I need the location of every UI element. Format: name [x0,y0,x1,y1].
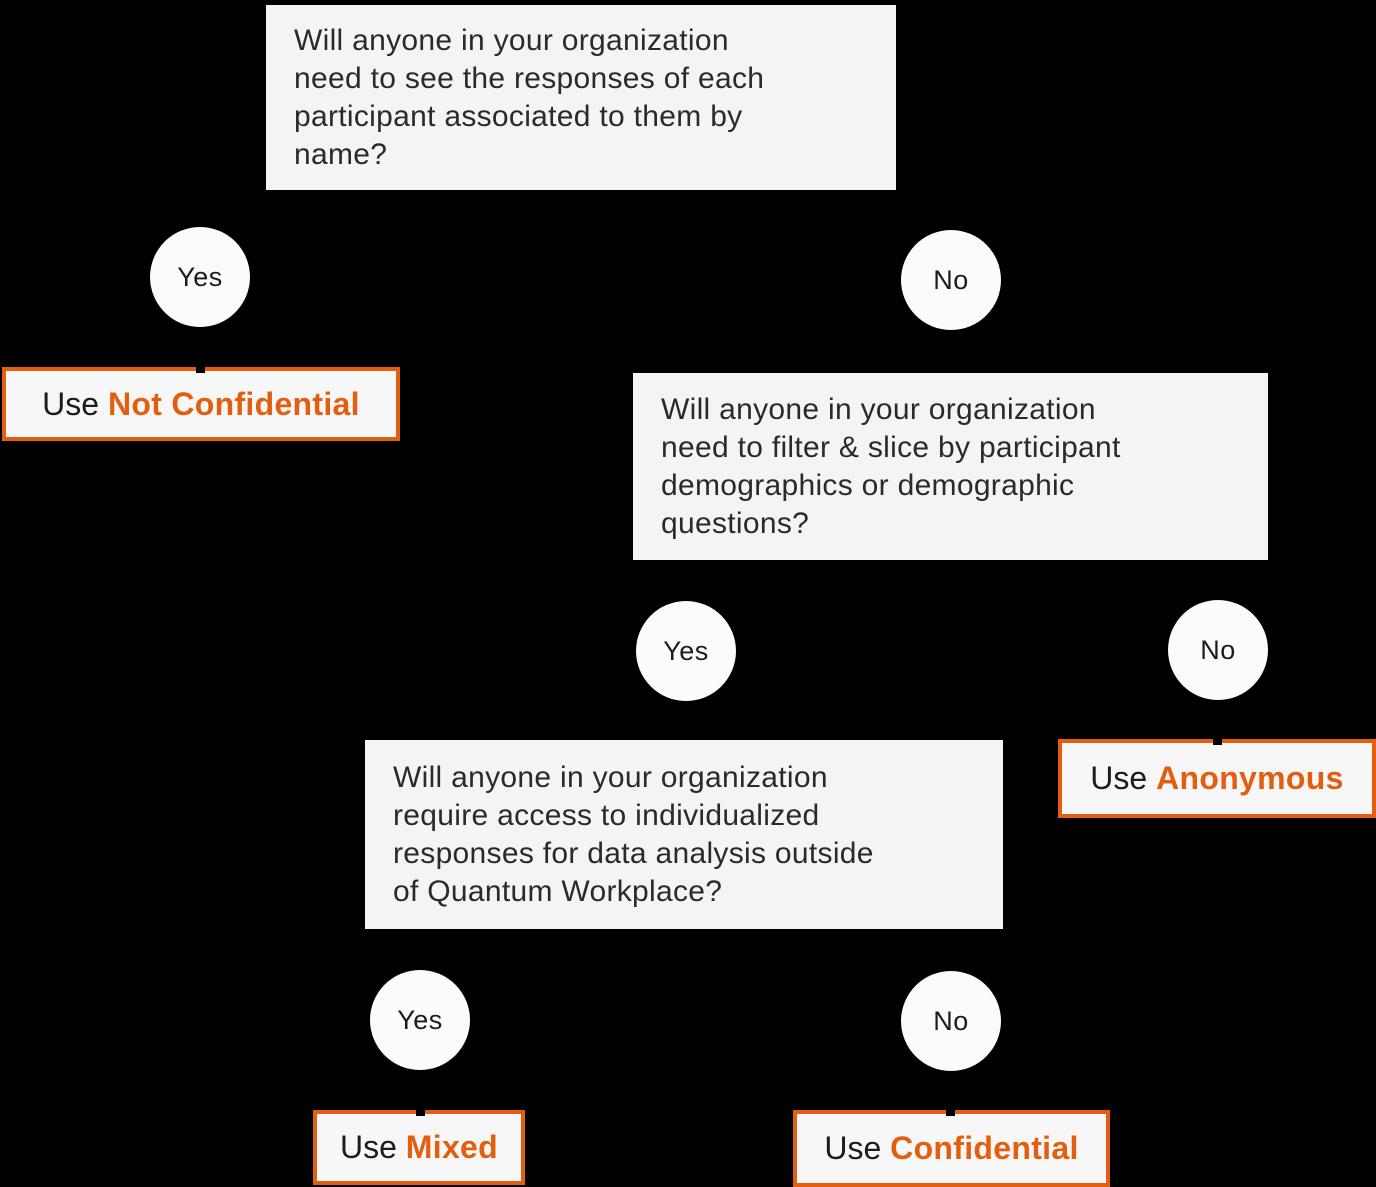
branch-circle-q2-yes: Yes [636,601,736,701]
connector-stub-anonymous [1213,733,1222,745]
result-keyword-anonymous: Anonymous [1156,760,1344,796]
result-prefix: Use [1090,760,1157,796]
question-text-2: Will anyone in your organization need to… [661,392,1121,540]
branch-circle-q1-yes: Yes [150,227,250,327]
result-prefix: Use [42,385,108,422]
result-prefix: Use [340,1129,406,1165]
result-box-confidential: Use Confidential [793,1110,1110,1187]
connector-stub-confidential [946,1104,955,1116]
branch-circle-q3-no: No [901,971,1001,1071]
question-text-3: Will anyone in your organization require… [393,760,874,908]
question-box-1: Will anyone in your organization need to… [266,5,896,190]
result-box-anonymous: Use Anonymous [1058,739,1376,818]
connector-stub-not-confidential [196,361,205,373]
branch-circle-q2-no: No [1168,600,1268,700]
result-keyword-confidential: Confidential [890,1130,1079,1166]
result-box-not-confidential: Use Not Confidential [2,367,400,441]
question-box-2: Will anyone in your organization need to… [633,373,1268,560]
branch-circle-q3-yes: Yes [370,970,470,1070]
result-keyword-mixed: Mixed [405,1129,498,1165]
result-keyword-not-confidential: Not Confidential [107,385,360,422]
connector-stub-mixed [416,1104,425,1116]
branch-circle-q1-no: No [901,230,1001,330]
branch-label-q1-no: No [933,264,969,295]
branch-label-q1-yes: Yes [177,261,223,292]
branch-label-q3-no: No [933,1005,969,1036]
question-box-3: Will anyone in your organization require… [365,740,1003,929]
branch-label-q2-no: No [1200,634,1236,665]
result-prefix: Use [824,1130,891,1166]
branch-label-q3-yes: Yes [397,1004,443,1035]
question-text-1: Will anyone in your organization need to… [294,23,765,171]
result-box-mixed: Use Mixed [313,1110,525,1185]
branch-label-q2-yes: Yes [663,635,709,666]
